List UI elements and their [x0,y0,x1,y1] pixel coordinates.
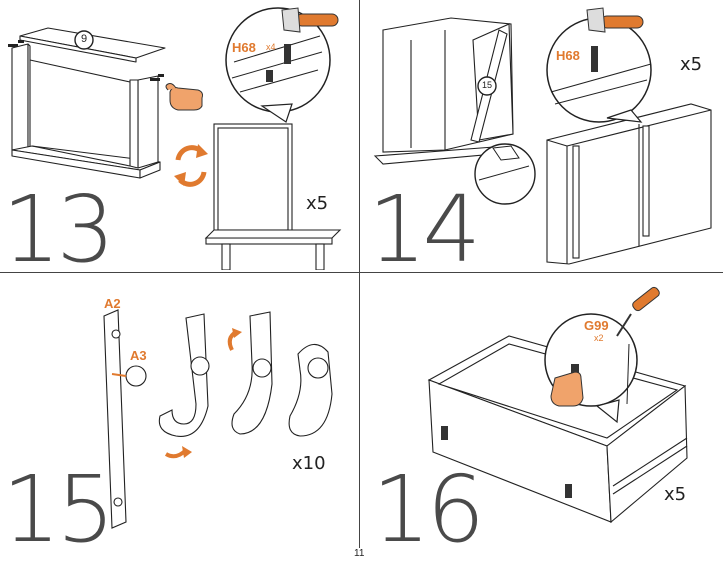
step-15-illustration [103,309,333,529]
step-13-bubble: 9 [80,33,88,45]
step-13-part-count: x4 [266,42,276,52]
step-16-illustration [427,286,688,524]
step-14-bubble: 15 [481,80,492,90]
step-13-quantity: x5 [306,193,329,214]
hand-pointer-icon [165,83,203,111]
step-15-part-a3: A3 [130,348,147,363]
vertical-divider [359,0,360,548]
step-14-part-label: H68 [556,48,580,63]
hammer-icon [281,7,339,33]
step-16-part-label: G99 [584,318,609,333]
step-14-number: 14 [368,176,481,283]
step-13-number: 13 [2,176,115,283]
horizontal-divider [0,272,723,273]
hammer-icon [586,7,644,33]
step-13-part-label: H68 [232,40,256,55]
step-14-quantity: x5 [680,54,703,75]
step-16-part-count: x2 [594,333,604,343]
step-16-quantity: x5 [664,484,687,505]
screwdriver-icon [616,286,660,337]
step-15-number: 15 [2,456,115,563]
step-13-illustration [8,7,342,270]
step-16-number: 16 [372,456,485,563]
step-14-illustration [373,7,712,265]
step-15-part-a2: A2 [104,296,121,311]
hand-pointer-icon [550,371,584,407]
step-15-quantity: x10 [292,453,326,474]
page-number: 11 [354,548,365,559]
